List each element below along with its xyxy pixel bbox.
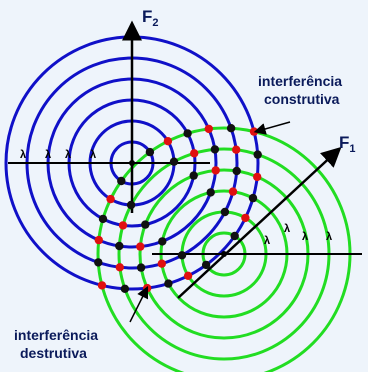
destructive-interference-point: [201, 260, 211, 270]
wavelength-marker: λ: [326, 231, 332, 243]
constructive-interference-point: [97, 281, 107, 290]
constructive-interference-point: [211, 166, 220, 175]
destructive-interference-point: [230, 231, 239, 241]
destructive-interference-point: [206, 188, 215, 197]
wavelength-marker: λ: [20, 149, 26, 161]
destructive-interference-point: [98, 214, 108, 224]
constructive-interference-point: [241, 213, 250, 223]
destructive-label-line1: interferência: [14, 327, 98, 343]
constructive-interference-point: [190, 149, 199, 158]
constructive-interference-point: [163, 137, 173, 146]
wavelength-marker: λ: [65, 149, 71, 161]
interference-points: [94, 124, 262, 293]
constructive-interference-point: [253, 172, 262, 182]
source-1-wavelength-markers: λ λ λ λ: [264, 223, 332, 247]
wavelength-marker: λ: [90, 149, 96, 161]
destructive-interference-point: [248, 193, 258, 203]
constructive-interference-point: [204, 124, 213, 134]
destructive-interference-point: [177, 251, 187, 260]
destructive-interference-point: [145, 147, 155, 157]
destructive-interference-point: [183, 129, 192, 138]
source-2-center: [129, 160, 135, 166]
constructive-label-line1: interferência: [258, 73, 342, 89]
constructive-interference-point: [106, 194, 115, 204]
constructive-interference-point: [183, 271, 193, 280]
destructive-interference-point: [169, 157, 179, 166]
destructive-label-line2: destrutiva: [20, 345, 87, 361]
wavelength-marker: λ: [45, 149, 51, 161]
wavelength-marker: λ: [284, 223, 290, 235]
constructive-interference-point: [143, 283, 152, 293]
destructive-interference-point: [141, 220, 150, 229]
wavelength-marker: λ: [264, 235, 270, 247]
constructive-interference-point: [232, 145, 241, 154]
source-1-center: [221, 251, 227, 257]
destructive-interference-point: [189, 171, 198, 180]
destructive-interference-point: [158, 237, 167, 246]
destructive-interference-point: [253, 150, 262, 159]
constructive-interference-point: [228, 187, 238, 196]
destructive-interference-point: [210, 145, 220, 154]
destructive-interference-point: [94, 258, 103, 267]
source-1-direction-arrow: [177, 146, 342, 299]
destructive-interference-point: [164, 279, 173, 288]
constructive-interference-point: [94, 235, 104, 245]
destructive-interference-point: [232, 166, 241, 176]
constructive-label-line2: construtiva: [264, 91, 340, 107]
source-1-label: F1: [339, 133, 356, 155]
destructive-interference-point: [115, 241, 124, 251]
constructive-interference-point: [115, 263, 125, 272]
destructive-interference-point: [226, 124, 236, 133]
source-2-label: F2: [142, 7, 159, 29]
destructive-interference-point: [220, 207, 230, 217]
constructive-interference-point: [249, 127, 259, 136]
destructive-interference-point: [120, 284, 130, 293]
source-2-wavelength-markers: λ λ λ λ: [20, 149, 96, 161]
constructive-interference-point: [157, 259, 166, 268]
destructive-interference-point: [136, 263, 146, 272]
constructive-pointer-arrow: [253, 121, 291, 135]
destructive-interference-point: [117, 176, 126, 186]
constructive-interference-point: [136, 242, 145, 251]
destructive-pointer-arrow: [129, 285, 149, 323]
constructive-interference-point: [118, 221, 128, 230]
wavelength-marker: λ: [302, 231, 308, 243]
destructive-interference-point: [126, 200, 136, 210]
